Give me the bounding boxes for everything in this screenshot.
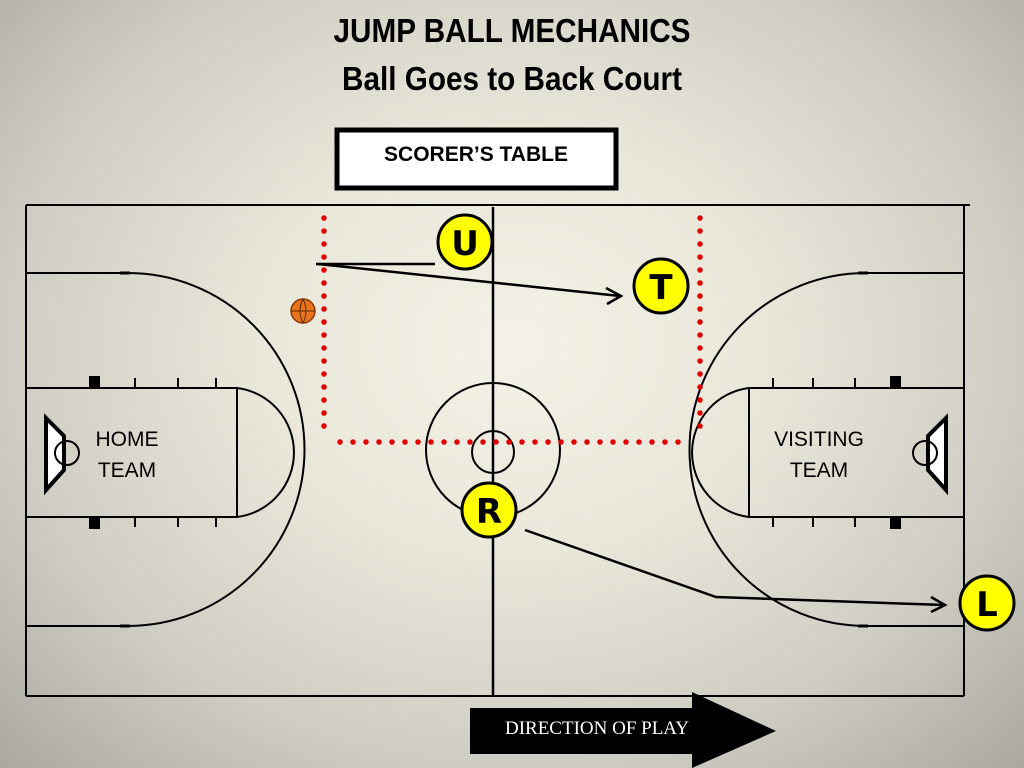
left-free-throw-arc bbox=[236, 387, 295, 518]
lead-movement-arrow bbox=[524, 528, 945, 607]
scorers-table-label: SCORER’S TABLE bbox=[384, 143, 568, 166]
basketball-icon bbox=[290, 298, 316, 324]
direction-of-play-label: DIRECTION OF PLAY bbox=[505, 718, 689, 739]
court-lines bbox=[25, 204, 970, 697]
right-block-bottom bbox=[890, 518, 901, 529]
official-umpire: U bbox=[436, 213, 494, 271]
official-lead-letter: L bbox=[976, 585, 998, 625]
direction-of-play-arrow: DIRECTION OF PLAY bbox=[470, 692, 776, 768]
center-circle-inner bbox=[471, 430, 515, 474]
visiting-team-label-line2: TEAM bbox=[790, 459, 848, 482]
movement-arrows bbox=[317, 262, 948, 614]
official-referee-letter: R bbox=[476, 492, 502, 532]
visiting-team-label-line1: VISITING bbox=[774, 428, 864, 451]
scorers-table-box bbox=[334, 127, 619, 191]
official-trail-letter: T bbox=[649, 268, 673, 308]
home-team-label-line2: TEAM bbox=[98, 459, 156, 482]
official-lead: L bbox=[958, 574, 1016, 632]
right-free-throw-arc bbox=[691, 387, 750, 518]
right-three-point-arc bbox=[688, 272, 867, 627]
left-three-point-arc bbox=[127, 272, 306, 627]
right-key bbox=[748, 387, 965, 518]
official-umpire-letter: U bbox=[451, 224, 479, 264]
page-subtitle: Ball Goes to Back Court bbox=[342, 60, 682, 97]
official-trail: T bbox=[632, 257, 690, 315]
left-block-bottom bbox=[89, 518, 100, 529]
page-title: JUMP BALL MECHANICS bbox=[333, 12, 691, 49]
right-rim bbox=[912, 440, 938, 466]
official-referee: R bbox=[460, 481, 518, 539]
trail-movement-arrow bbox=[317, 262, 621, 298]
home-team-label-line1: HOME bbox=[96, 428, 159, 451]
right-block-top bbox=[890, 376, 901, 387]
coverage-dotted-line bbox=[321, 215, 703, 445]
left-key bbox=[25, 387, 238, 518]
left-block-top bbox=[89, 376, 100, 387]
left-rim bbox=[54, 440, 80, 466]
